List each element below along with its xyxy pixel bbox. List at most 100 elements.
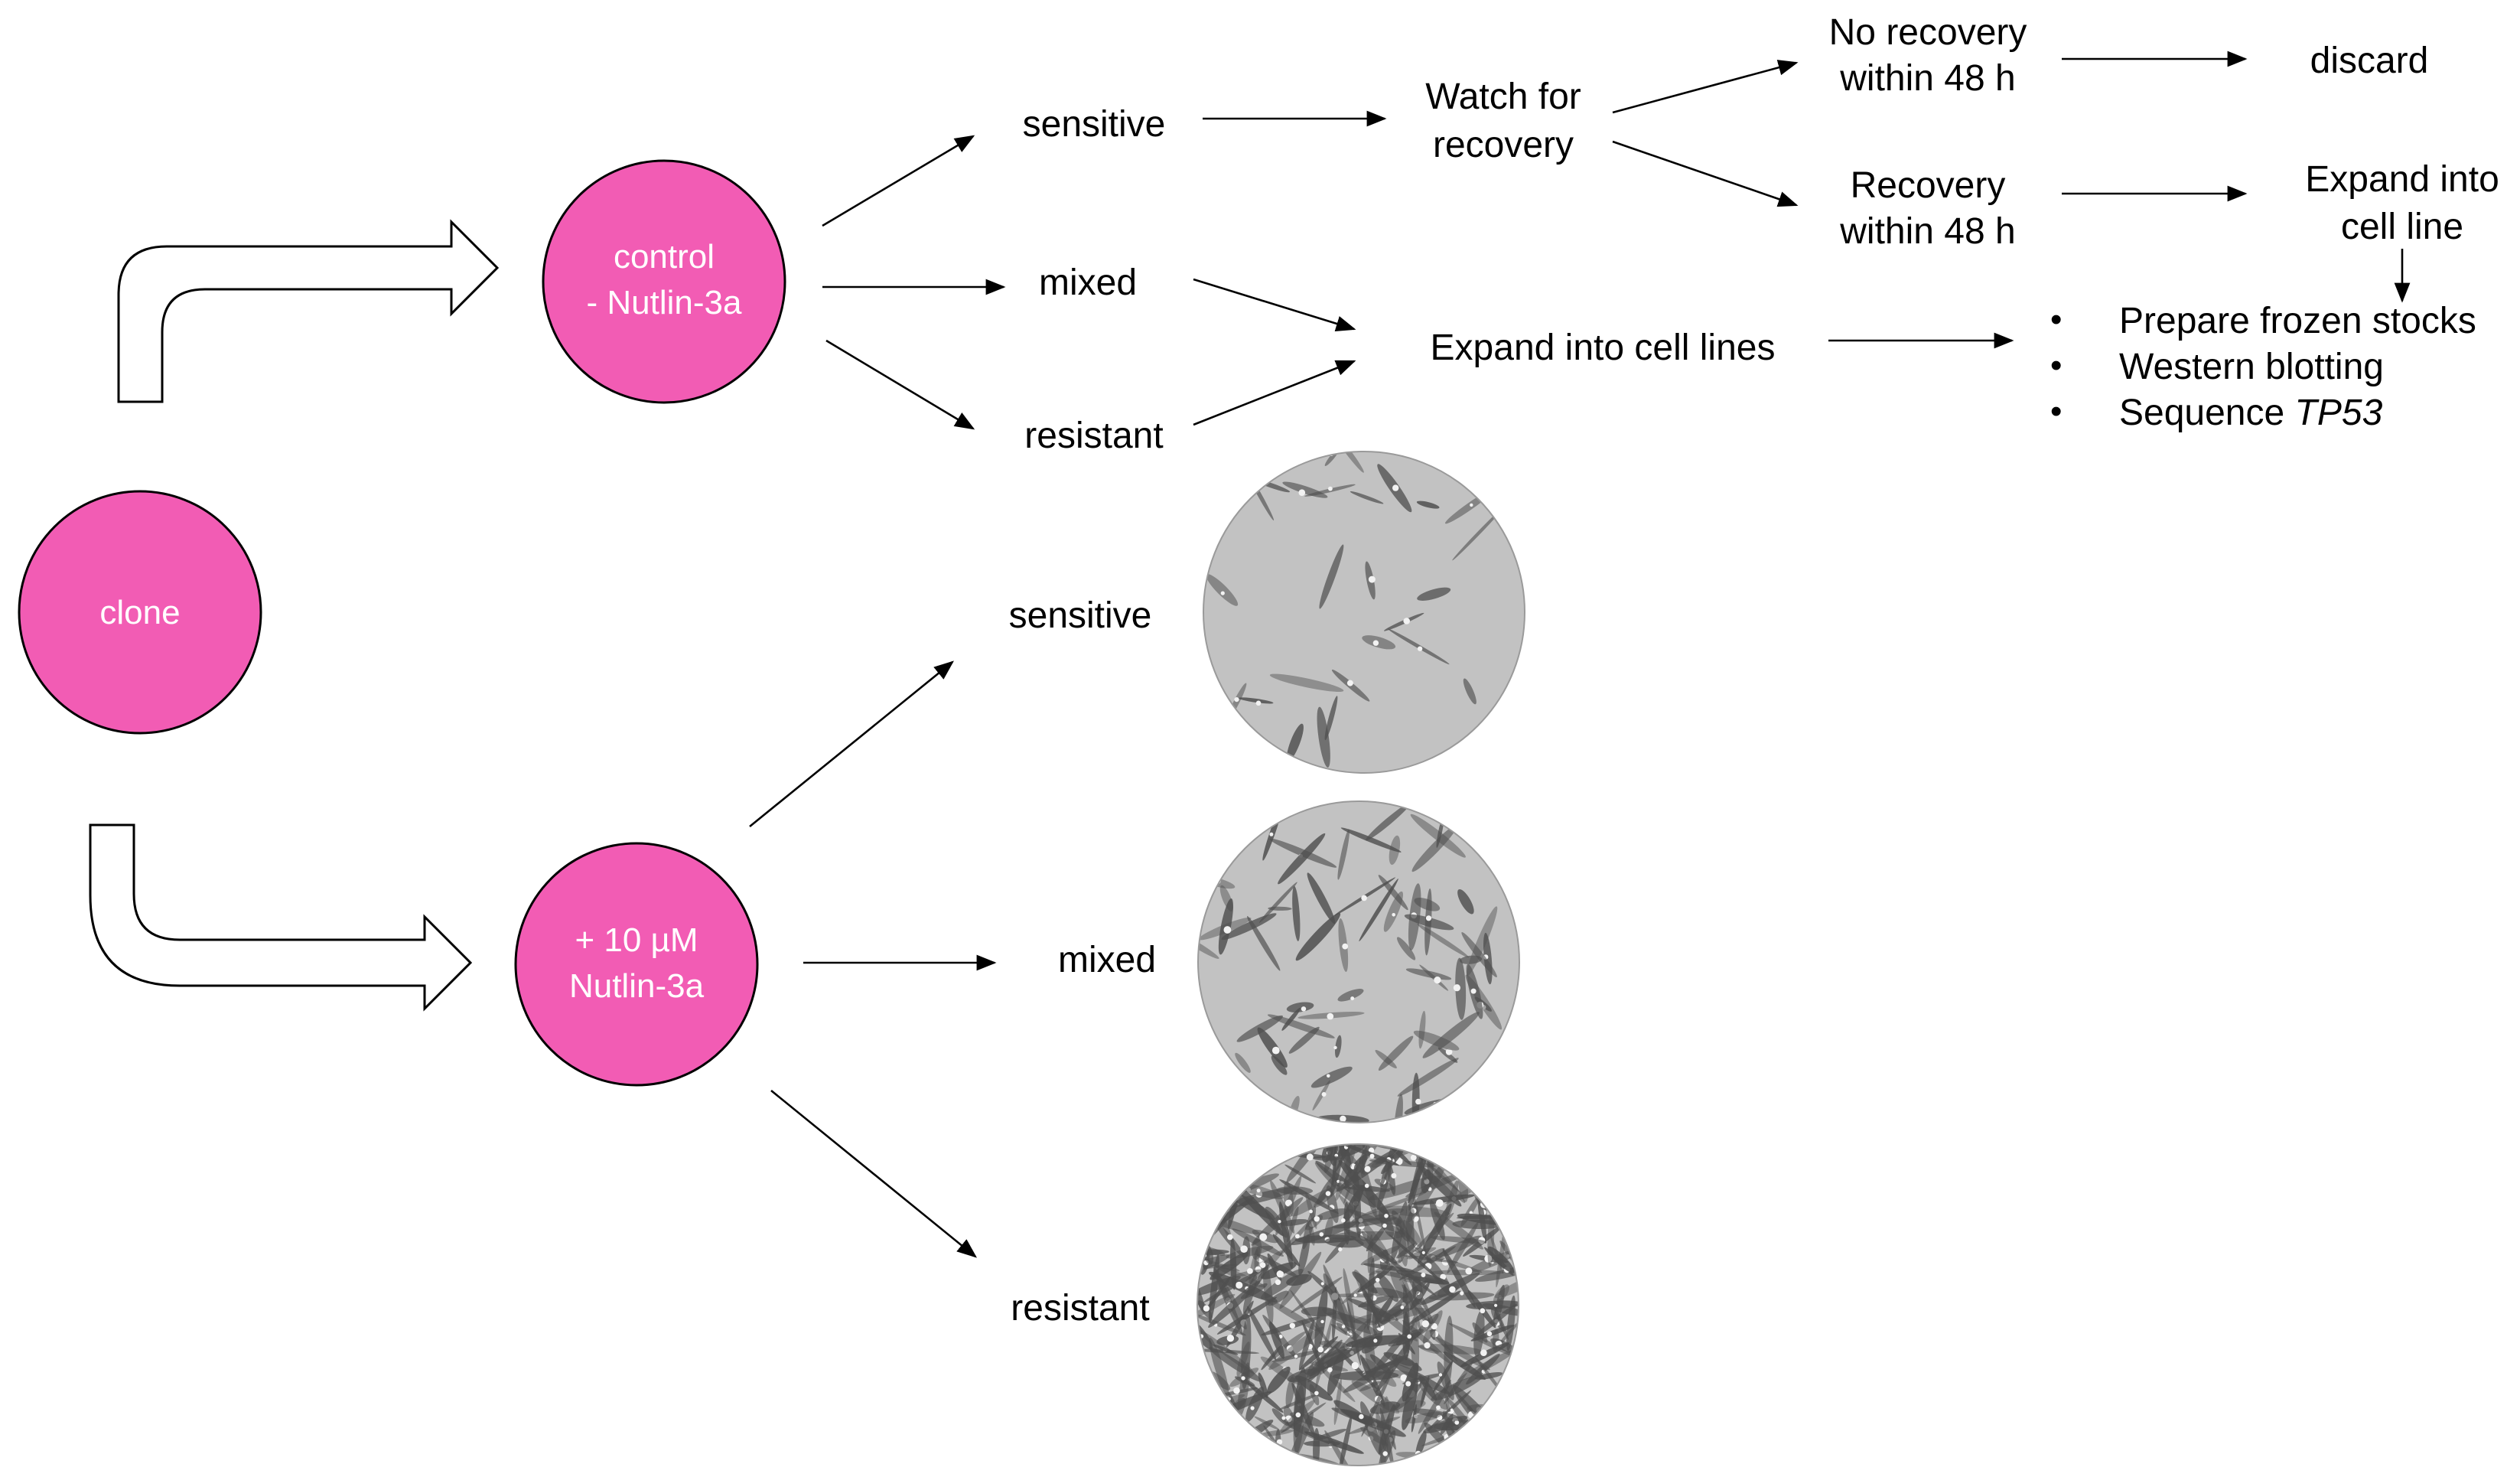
step-frozen-stocks: Prepare frozen stocks (2119, 301, 2476, 341)
cell-shape (1418, 1379, 1451, 1434)
cell-shape (1310, 1066, 1353, 1088)
cell-shape (1376, 1299, 1421, 1322)
cell-shape (1267, 1366, 1291, 1394)
cell-shape (1361, 1335, 1383, 1354)
cell-shape (1350, 491, 1384, 504)
cell-shape (1271, 1055, 1288, 1075)
cell-highlight (1454, 1420, 1460, 1425)
cell-shape (1286, 1273, 1312, 1286)
cell-highlight (1436, 1405, 1441, 1410)
cell-shape (1420, 1375, 1430, 1407)
cell-highlight (1320, 1319, 1324, 1324)
cell-shape (1292, 885, 1301, 941)
cell-shape (1288, 1026, 1320, 1054)
cell-shape (1378, 1430, 1396, 1466)
cell-highlight (1434, 977, 1441, 984)
cell-highlight (1384, 1214, 1389, 1218)
cell-shape (1424, 888, 1432, 956)
cell-highlight (1403, 618, 1410, 624)
cell-shape (1242, 1274, 1257, 1314)
cell-shape (1229, 1238, 1237, 1290)
control-resistant-label: resistant (1024, 416, 1163, 456)
cell-highlight (1234, 697, 1239, 703)
cell-highlight (1361, 895, 1367, 902)
cell-highlight (1321, 1092, 1327, 1097)
recovery-line2: within 48 h (1839, 211, 2015, 252)
cell-shape (1258, 1372, 1268, 1398)
cell-highlight (1289, 1322, 1296, 1329)
cell-shape (1238, 697, 1274, 704)
cell-shape (1312, 1080, 1330, 1111)
cell-highlight (1382, 1451, 1388, 1456)
step-western-blotting: Western blotting (2119, 347, 2384, 387)
cell-shape (1352, 1271, 1378, 1294)
cell-shape (1314, 1428, 1347, 1441)
cell-shape (1457, 888, 1474, 915)
nutlin-sensitive-label: sensitive (1009, 595, 1152, 636)
cell-highlight (1281, 1416, 1286, 1420)
cell-highlight (1364, 1138, 1367, 1141)
cell-shape (1402, 1378, 1418, 1430)
cell-highlight (1295, 1412, 1301, 1418)
cell-shape (1247, 916, 1281, 971)
expand-cell-lines-label: Expand into cell lines (1431, 328, 1776, 368)
cell-highlight (1341, 1325, 1346, 1329)
cell-shape (1198, 931, 1219, 959)
cell-shape (1463, 678, 1477, 705)
mixed-micrograph (1197, 800, 1520, 1123)
lower-hollow-arrow (89, 823, 473, 1012)
no-recovery-line1: No recovery (1829, 12, 2027, 53)
cell-highlight (1278, 1220, 1281, 1224)
cell-highlight (1445, 1048, 1453, 1055)
cell-shape (1269, 673, 1344, 693)
cell-shape (1461, 931, 1497, 978)
resistant-micrograph (1197, 1138, 1519, 1466)
cell-shape (1489, 1232, 1504, 1274)
cell-highlight (1382, 1223, 1387, 1228)
cell-shape (1417, 587, 1451, 601)
cell-shape (1341, 1144, 1400, 1166)
cell-highlight (1341, 1218, 1346, 1223)
cell-highlight (1470, 503, 1473, 507)
cell-shape (1437, 1047, 1458, 1063)
cell-shape (1268, 906, 1292, 911)
cell-highlight (1364, 1183, 1369, 1188)
cell-highlight (1351, 1361, 1359, 1370)
cell-shape (1268, 1326, 1323, 1371)
cell-shape (1346, 1301, 1362, 1366)
cell-shape (1452, 506, 1505, 561)
cell-highlight (1203, 1305, 1210, 1312)
cell-highlight (1353, 1293, 1357, 1297)
cell-shape (1482, 1303, 1519, 1317)
cell-shape (1367, 1234, 1373, 1273)
cell-highlight (1309, 1209, 1313, 1214)
cell-shape (1267, 1014, 1335, 1038)
arrow-nutlin-resistant (770, 1089, 978, 1258)
cell-highlight (1421, 1273, 1426, 1277)
cell-shape (1298, 1234, 1310, 1276)
cell-shape (1335, 1035, 1342, 1058)
cell-highlight (1298, 489, 1306, 496)
cell-shape (1366, 1257, 1375, 1330)
cell-highlight (1314, 1391, 1319, 1396)
cell-shape (1314, 1162, 1359, 1207)
cell-highlight (1440, 1273, 1447, 1280)
cell-shape (1424, 1154, 1466, 1204)
cell-shape (1412, 1408, 1463, 1421)
cell-highlight (1410, 1154, 1417, 1161)
cell-shape (1398, 1208, 1415, 1263)
cell-highlight (1391, 1172, 1397, 1179)
cell-highlight (1259, 1262, 1266, 1268)
cell-shape (1295, 912, 1341, 961)
cell-shape (1388, 628, 1450, 665)
cell-highlight (1223, 926, 1232, 934)
cell-shape (1330, 1323, 1352, 1337)
cell-highlight (1337, 1179, 1340, 1183)
cell-highlight (1438, 1373, 1443, 1377)
cell-shape (1271, 1408, 1290, 1426)
cell-highlight (1470, 988, 1477, 994)
cell-highlight (1517, 1281, 1519, 1289)
cell-highlight (1317, 1346, 1323, 1353)
cell-shape (1261, 1345, 1281, 1371)
cell-shape (1265, 1206, 1288, 1238)
